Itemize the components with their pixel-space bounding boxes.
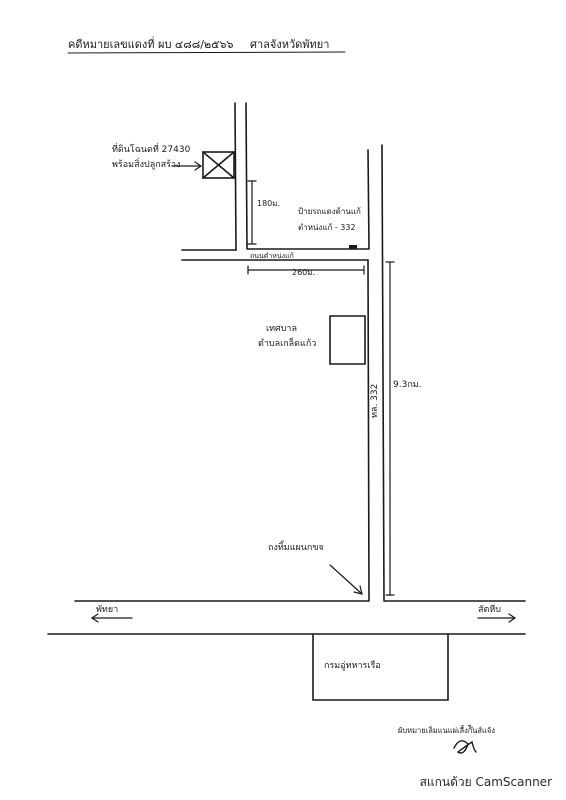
- court-name: ศาลจังหวัดพัทยา: [250, 38, 329, 51]
- land-desc: พร้อมสิ่งปลูกสร้าง: [112, 157, 180, 170]
- municipality-label: เทศบาล: [266, 324, 297, 334]
- signature-mark: [453, 740, 477, 754]
- dist-180-label: 180ม.: [257, 199, 280, 208]
- highway-label: ทล. 332: [370, 384, 380, 418]
- municipality-box: [329, 315, 366, 365]
- land-title: ที่ดินโฉนดที่ 27430: [112, 142, 191, 155]
- dist-93-label: 9.3กม.: [393, 380, 422, 390]
- case-ref: คดีหมายเลขแดงที่ ผบ ๔๘๘/๒๕๖๖: [68, 36, 233, 51]
- naval-dept-box: [312, 633, 449, 701]
- junction-arrow: [329, 564, 363, 595]
- highway-right-edge: [381, 144, 385, 601]
- note-label: ผ้บหมายเลิ่มแนแผ่เลื้งก๊ีนส์แจ้ง: [398, 724, 495, 735]
- bus-stop-label: ป้ายรถแดงด้านแก้: [298, 207, 361, 216]
- to-pattaya-label: พัทยา: [96, 605, 118, 615]
- upper-road-right-edge: [245, 102, 248, 249]
- bus-stop-marker: [349, 245, 357, 249]
- dist-260-label: 260ม.: [292, 268, 315, 277]
- land-plot-icon: [202, 151, 235, 179]
- municipality-label-2: ตำบลเกล็ดแก้ว: [258, 336, 316, 349]
- bus-stop-label-2: ตำหน่งแก้ - 332: [298, 223, 356, 232]
- camscanner-watermark: สแกนด้วย CamScanner: [419, 775, 552, 789]
- highway-left-edge-lower: [367, 259, 370, 601]
- highway-left-edge: [367, 149, 370, 250]
- soi-label: ถนนตำหน่งแก้: [250, 252, 294, 260]
- header-underline: [67, 51, 346, 54]
- to-sattahip-label: สัตหีบ: [478, 604, 501, 615]
- upper-road-left-edge: [234, 102, 237, 251]
- naval-dept-label: กรมอู่ทหารเรือ: [324, 660, 381, 671]
- junction-label: ถงทิ้มแผนกขจ: [268, 540, 324, 553]
